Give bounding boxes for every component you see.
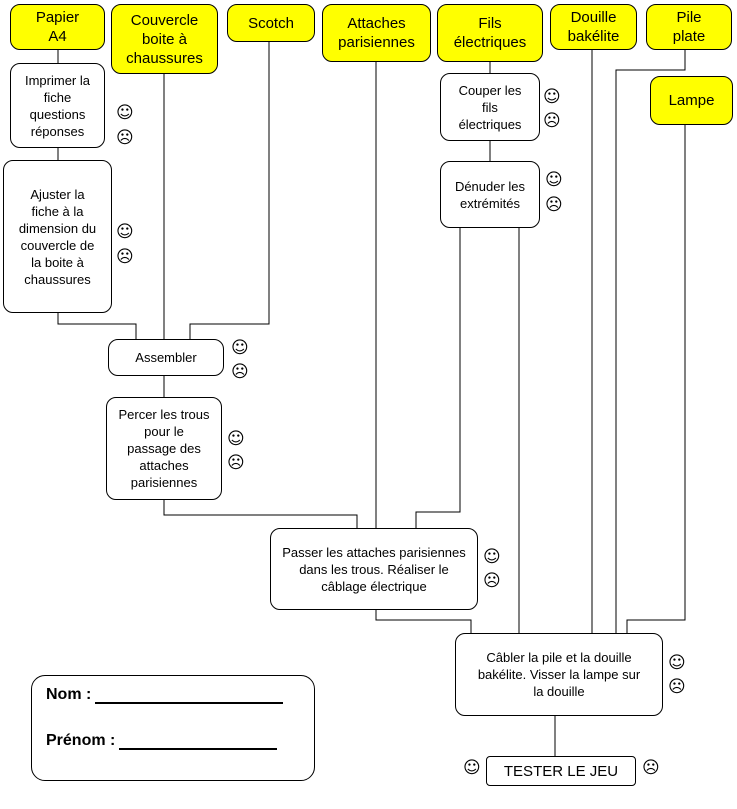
step-assembler: Assembler: [108, 339, 224, 376]
smile-icon: ☺: [483, 547, 501, 567]
smile-icon: ☺: [116, 222, 134, 242]
step-tester: TESTER LE JEU: [486, 756, 636, 786]
nom-label: Nom :: [46, 686, 92, 703]
material-douille: Douille bakélite: [550, 4, 637, 50]
frown-icon: ☹: [483, 571, 501, 591]
smile-icon: ☺: [463, 758, 481, 778]
frown-icon: ☹: [116, 128, 134, 148]
smile-icon: ☺: [116, 103, 134, 123]
frown-icon: ☹: [231, 362, 249, 382]
frown-icon: ☹: [543, 111, 561, 131]
step-percer: Percer les trous pour le passage des att…: [106, 397, 222, 500]
material-scotch: Scotch: [227, 4, 315, 42]
nom-row: Nom :: [46, 686, 284, 704]
name-form: Nom : Prénom :: [31, 675, 315, 781]
material-papier: Papier A4: [10, 4, 105, 50]
step-ajuster: Ajuster la fiche à la dimension du couve…: [3, 160, 112, 313]
smile-icon: ☺: [545, 170, 563, 190]
frown-icon: ☹: [545, 195, 563, 215]
material-pile: Pile plate: [646, 4, 732, 50]
frown-icon: ☹: [116, 247, 134, 267]
smile-icon: ☺: [668, 653, 686, 673]
smile-icon: ☺: [231, 338, 249, 358]
material-couvercle: Couvercle boite à chaussures: [111, 4, 218, 74]
step-passer: Passer les attaches parisiennes dans les…: [270, 528, 478, 610]
step-cabler: Câbler la pile et la douille bakélite. V…: [455, 633, 663, 716]
material-fils: Fils électriques: [437, 4, 543, 62]
prenom-line[interactable]: [119, 747, 278, 750]
material-lampe: Lampe: [650, 76, 733, 125]
material-attaches: Attaches parisiennes: [322, 4, 431, 62]
smile-icon: ☺: [543, 87, 561, 107]
prenom-row: Prénom :: [46, 732, 278, 750]
frown-icon: ☹: [668, 677, 686, 697]
frown-icon: ☹: [642, 758, 660, 778]
smile-icon: ☺: [227, 429, 245, 449]
nom-line[interactable]: [95, 701, 284, 704]
step-imprimer: Imprimer la fiche questions réponses: [10, 63, 105, 148]
prenom-label: Prénom :: [46, 732, 116, 749]
step-couper: Couper les fils électriques: [440, 73, 540, 141]
step-denuder: Dénuder les extrémités: [440, 161, 540, 228]
frown-icon: ☹: [227, 453, 245, 473]
